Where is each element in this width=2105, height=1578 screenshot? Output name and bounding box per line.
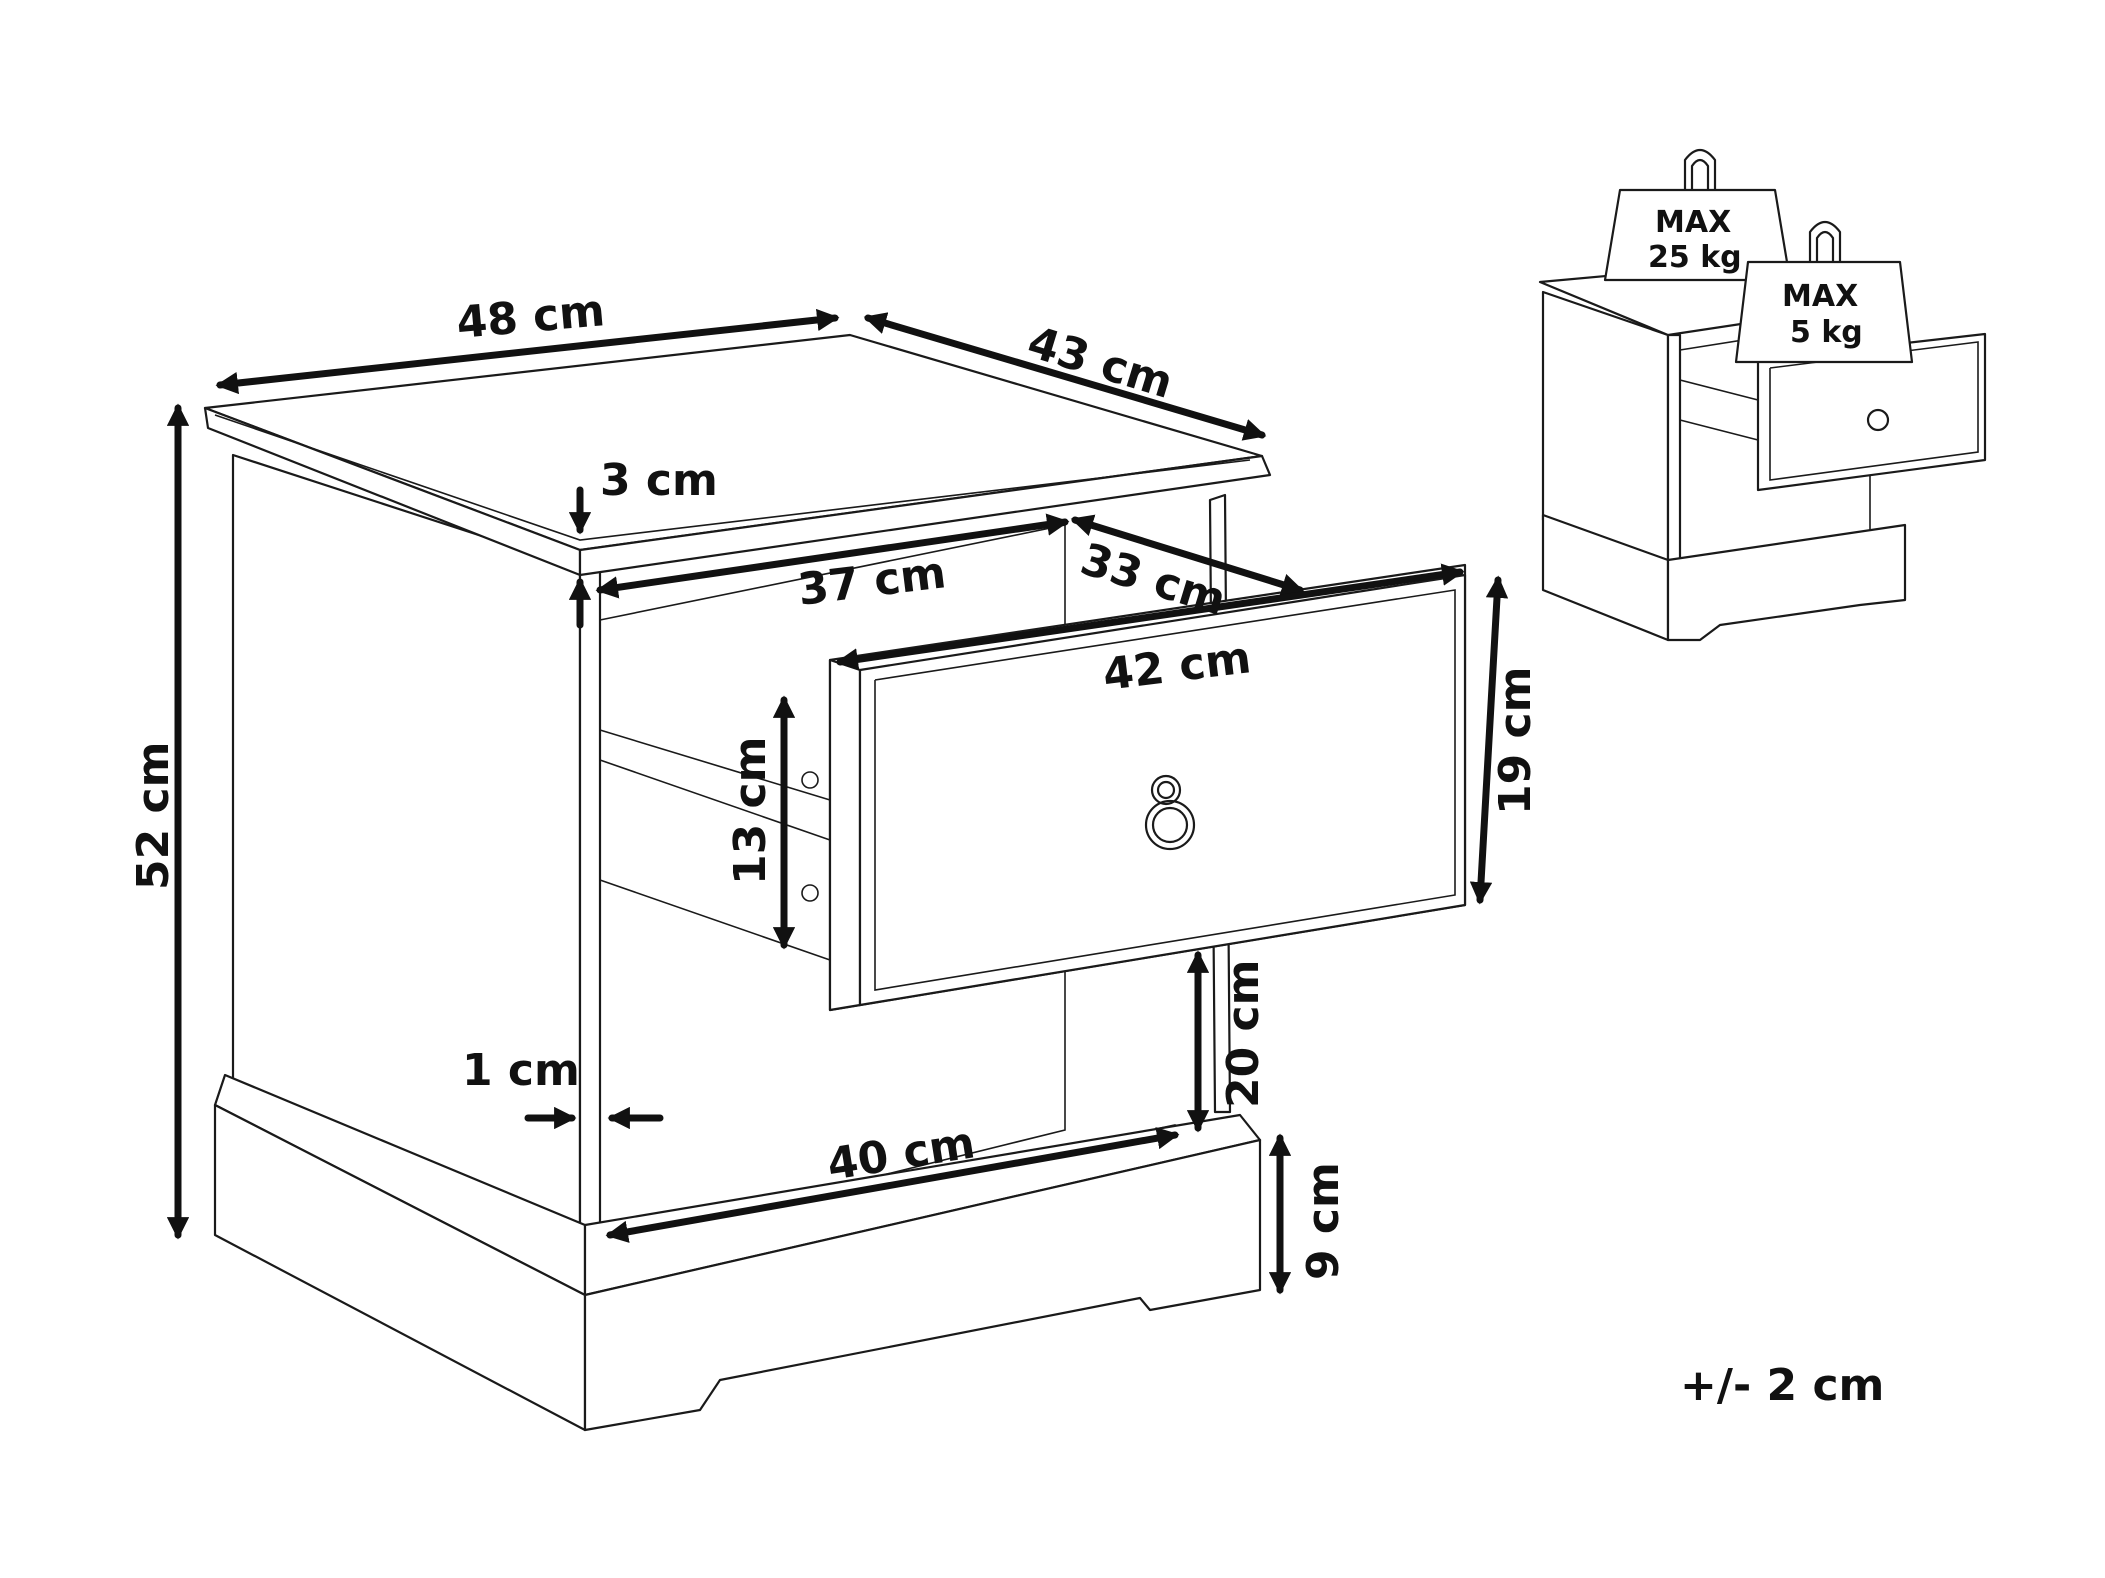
dim-label-19cm: 19 cm (1490, 667, 1541, 815)
dim-label-20cm: 20 cm (1218, 960, 1269, 1108)
load-top-value: 25 kg (1648, 240, 1742, 275)
load-drawer-label: MAX (1782, 279, 1858, 314)
dim-label-13cm: 13 cm (725, 737, 776, 885)
weight-icon-drawer (1734, 220, 1914, 364)
tolerance-note: +/- 2 cm (1680, 1360, 1884, 1411)
load-drawer-value: 5 kg (1790, 315, 1863, 350)
nightstand-main-drawing (203, 333, 1467, 1432)
load-top-label: MAX (1655, 205, 1731, 240)
dim-label-3cm: 3 cm (600, 455, 718, 506)
dimension-arrows (166, 308, 1509, 1295)
drawer-ring-handle-icon (1144, 774, 1196, 851)
dim-label-9cm: 9 cm (1298, 1162, 1349, 1280)
load-capacity-preview: MAX 25 kg MAX 5 kg (1538, 148, 1987, 642)
dim-label-48cm: 48 cm (455, 285, 607, 349)
dim-label-52cm: 52 cm (128, 742, 179, 890)
dim-label-1cm: 1 cm (462, 1045, 580, 1096)
